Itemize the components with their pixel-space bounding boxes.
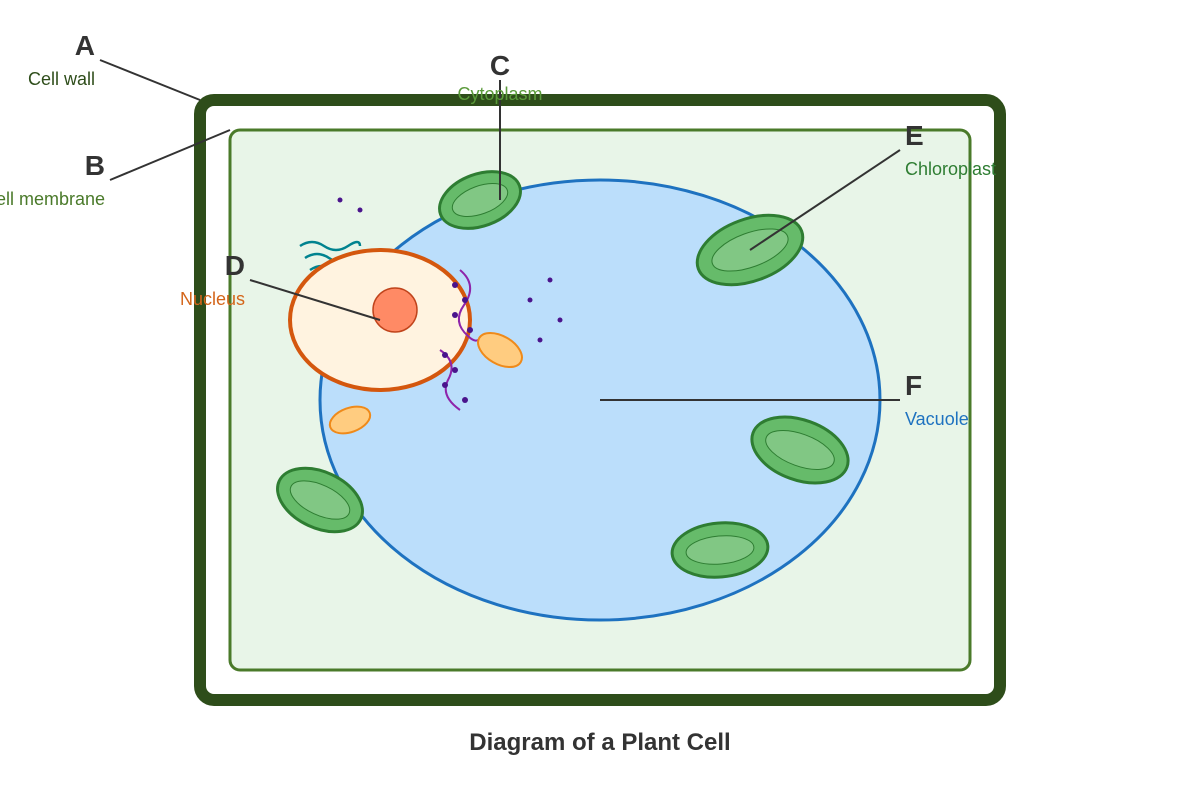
label-name-d: Nucleus (180, 289, 245, 309)
label-name-e: Chloroplast (905, 159, 996, 179)
leader-line-d (249, 279, 381, 321)
leader-line-e (749, 149, 901, 251)
label-letter-c: C (490, 50, 510, 81)
leader-line-b (109, 129, 231, 181)
leader-line-a (99, 59, 201, 101)
mitochondrion (328, 405, 372, 435)
label-letter-e: E (905, 120, 924, 151)
diagram-caption: Diagram of a Plant Cell (469, 729, 730, 756)
ribosomes (337, 197, 563, 403)
nucleolus (372, 287, 418, 333)
mitochondrion (477, 331, 523, 369)
chloroplast-bottom (670, 521, 770, 579)
label-letter-a: A (75, 30, 95, 61)
label-letter-b: B (85, 150, 105, 181)
label-letter-f: F (905, 370, 922, 401)
label-name-c: Cytoplasm (457, 84, 542, 104)
label-name-a: Cell wall (28, 69, 95, 89)
label-name-f: Vacuole (905, 409, 969, 429)
endoplasmic-reticulum (439, 269, 481, 411)
chloroplast-right (750, 415, 850, 485)
label-name-b: Cell membrane (0, 189, 105, 209)
chloroplast-bottom-left (276, 466, 364, 534)
label-letter-d: D (225, 250, 245, 281)
